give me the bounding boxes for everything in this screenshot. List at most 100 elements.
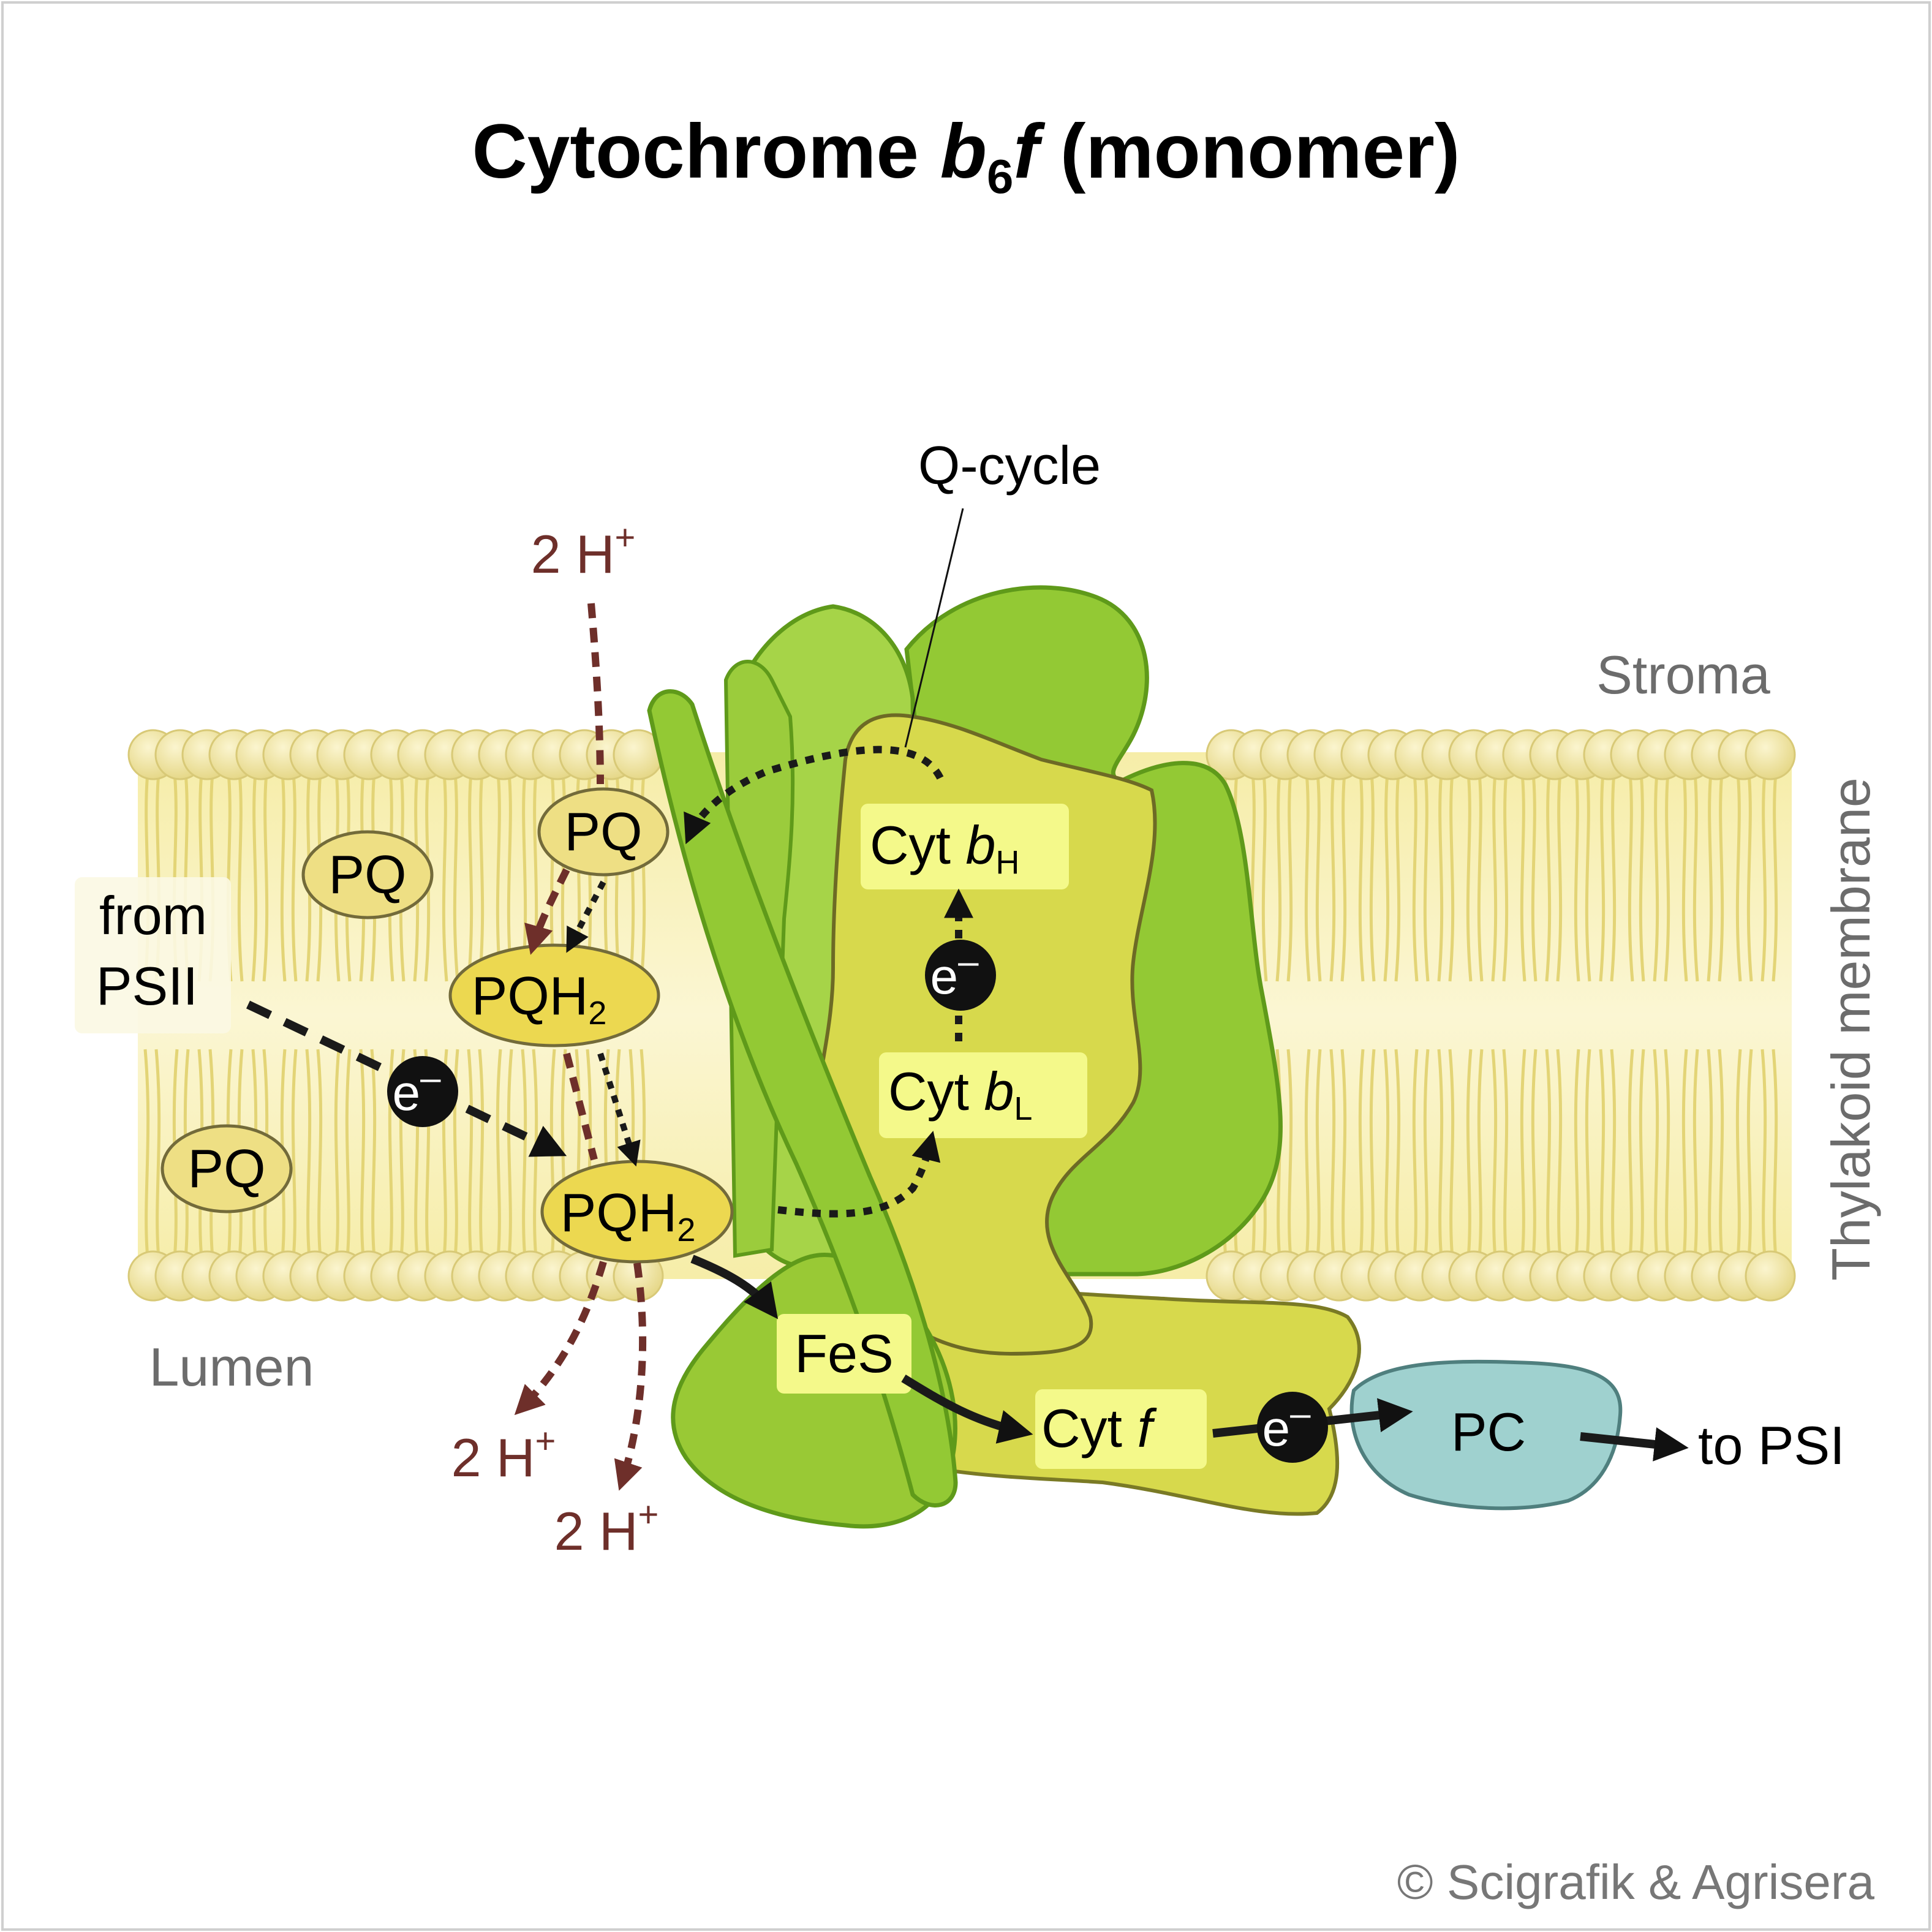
cyt-bh-label: Cyt bH: [870, 815, 1019, 881]
lipid-tail: [1531, 772, 1538, 982]
lipid-tail: [1491, 772, 1498, 982]
lipid-tail: [1329, 772, 1336, 982]
lipid-tail: [1520, 772, 1526, 982]
q-cycle-label: Q-cycle: [918, 435, 1101, 496]
lipid-head: [1745, 729, 1796, 780]
lipid-tail: [1315, 772, 1322, 982]
lipid-tail: [1477, 1049, 1484, 1258]
protons-stroma-label: 2 H+: [531, 518, 636, 584]
arrow-pqh2-to-bl: [777, 1131, 941, 1218]
fes-label: FeS: [794, 1323, 893, 1384]
lipid-tail: [1502, 772, 1509, 982]
lipid-tail: [1358, 1049, 1365, 1258]
lipid-tail: [1369, 1049, 1376, 1258]
lipid-tail: [1423, 772, 1430, 982]
lipid-tail: [1340, 1049, 1347, 1258]
electron-circle-psii: [387, 1056, 458, 1127]
protons-lumen-right-coef: 2 H: [554, 1501, 638, 1561]
protons-lumen-right-label: 2 H+: [554, 1495, 659, 1561]
pqh2-upper-sub: 2: [588, 995, 606, 1032]
pq-label-free-1: PQ: [328, 844, 406, 905]
protons-lumen-left-sup: +: [535, 1421, 556, 1461]
lipid-tail: [1772, 1049, 1778, 1258]
lipid-tail: [1610, 1049, 1617, 1258]
cyt-bh-label-bg: [861, 804, 1069, 889]
lipid-tail: [1707, 1049, 1713, 1258]
title-main: Cytochrome: [472, 109, 940, 194]
electron-e-cyt-b: e: [930, 949, 959, 1005]
lipid-tail: [1692, 772, 1699, 982]
lipid-tail: [521, 1049, 527, 1258]
lipid-tail: [1599, 772, 1606, 982]
arrow-bh-to-pq: [684, 745, 944, 845]
pq-molecule-free-1[interactable]: [301, 830, 434, 919]
lipid-tail: [496, 1049, 502, 1258]
lipid-tail: [1286, 772, 1293, 982]
lipid-tail: [478, 1049, 485, 1258]
lipid-tail: [1681, 772, 1688, 982]
electron-e-pc: e: [1262, 1401, 1291, 1457]
lipid-tail: [467, 772, 474, 982]
electron-psii: e–: [387, 1056, 458, 1127]
cyt-bh-sub: H: [995, 844, 1019, 881]
thylakoid-membrane-label: Thylakoid membrane: [1821, 777, 1881, 1281]
electron-minus-pc: –: [1290, 1393, 1311, 1434]
pq-molecule-free-2[interactable]: [160, 1124, 293, 1213]
lipid-tail: [1383, 772, 1390, 982]
arrow-protons-to-lumen-right: [614, 1262, 647, 1491]
lipid-tail: [1772, 772, 1778, 982]
lipid-tail: [1599, 1049, 1606, 1258]
protons-lumen-left-coef: 2 H: [451, 1427, 535, 1488]
title-italic-b: b: [940, 109, 987, 194]
lipid-tail: [478, 772, 485, 982]
electron-pc: e–: [1257, 1392, 1328, 1463]
lipid-tail: [453, 772, 459, 982]
lipid-tail: [237, 772, 244, 982]
from-psii-line2: PSII: [96, 956, 198, 1016]
lipid-tail: [467, 1049, 474, 1258]
title-rest: (monomer): [1039, 109, 1460, 194]
lipid-tail: [1520, 1049, 1526, 1258]
protons-stroma-sup: +: [615, 518, 636, 557]
lipid-tail: [154, 1049, 161, 1258]
protons-lumen-left-label: 2 H+: [451, 1421, 556, 1488]
lipid-tail: [1358, 772, 1365, 982]
lipid-tail: [1760, 1049, 1767, 1258]
pqh2-molecule-upper[interactable]: [448, 943, 660, 1047]
lipid-tail: [262, 772, 269, 982]
lipid-tail: [1329, 1049, 1336, 1258]
arrow-pc-to-psi: [1580, 1427, 1689, 1462]
lipid-tail: [334, 1049, 341, 1258]
pq-label-free-2: PQ: [187, 1138, 265, 1199]
lipid-tail: [1545, 1049, 1552, 1258]
lipid-tail: [1394, 1049, 1401, 1258]
lipid-tail: [1448, 772, 1455, 982]
lipid-tail: [1545, 772, 1552, 982]
fes-label-bg: [777, 1314, 911, 1394]
lipid-tail: [1692, 1049, 1699, 1258]
pqh2-label-upper: PQH2: [472, 965, 607, 1032]
lipid-tail: [1383, 1049, 1390, 1258]
lipid-tail: [507, 772, 513, 982]
electron-label-psii: e–: [393, 1057, 442, 1121]
lipid-tail: [1664, 1049, 1670, 1258]
lipid-tail: [1653, 1049, 1659, 1258]
arrow-pqh2-to-fes: [690, 1255, 779, 1319]
lipid-tail: [1746, 772, 1753, 982]
pq-molecule-qcycle[interactable]: [537, 787, 670, 877]
cyt-f-label-bg: [1035, 1389, 1207, 1469]
cyt-bl-label: Cyt bL: [888, 1061, 1032, 1127]
cyt-bl-sub: L: [1014, 1090, 1032, 1127]
cyt-f-label: Cyt f: [1041, 1398, 1157, 1458]
lipid-tail: [1394, 772, 1401, 982]
lipid-tail: [1437, 1049, 1444, 1258]
lipid-tail: [1574, 772, 1580, 982]
lipid-tail: [1531, 1049, 1538, 1258]
lipid-tail: [1628, 772, 1634, 982]
lipid-tail: [1639, 1049, 1645, 1258]
pc-plastocyanin[interactable]: [1349, 1359, 1623, 1511]
lipid-tail: [1718, 1049, 1724, 1258]
lipid-tail: [1286, 1049, 1293, 1258]
to-psi-label: to PSI: [1698, 1415, 1845, 1476]
